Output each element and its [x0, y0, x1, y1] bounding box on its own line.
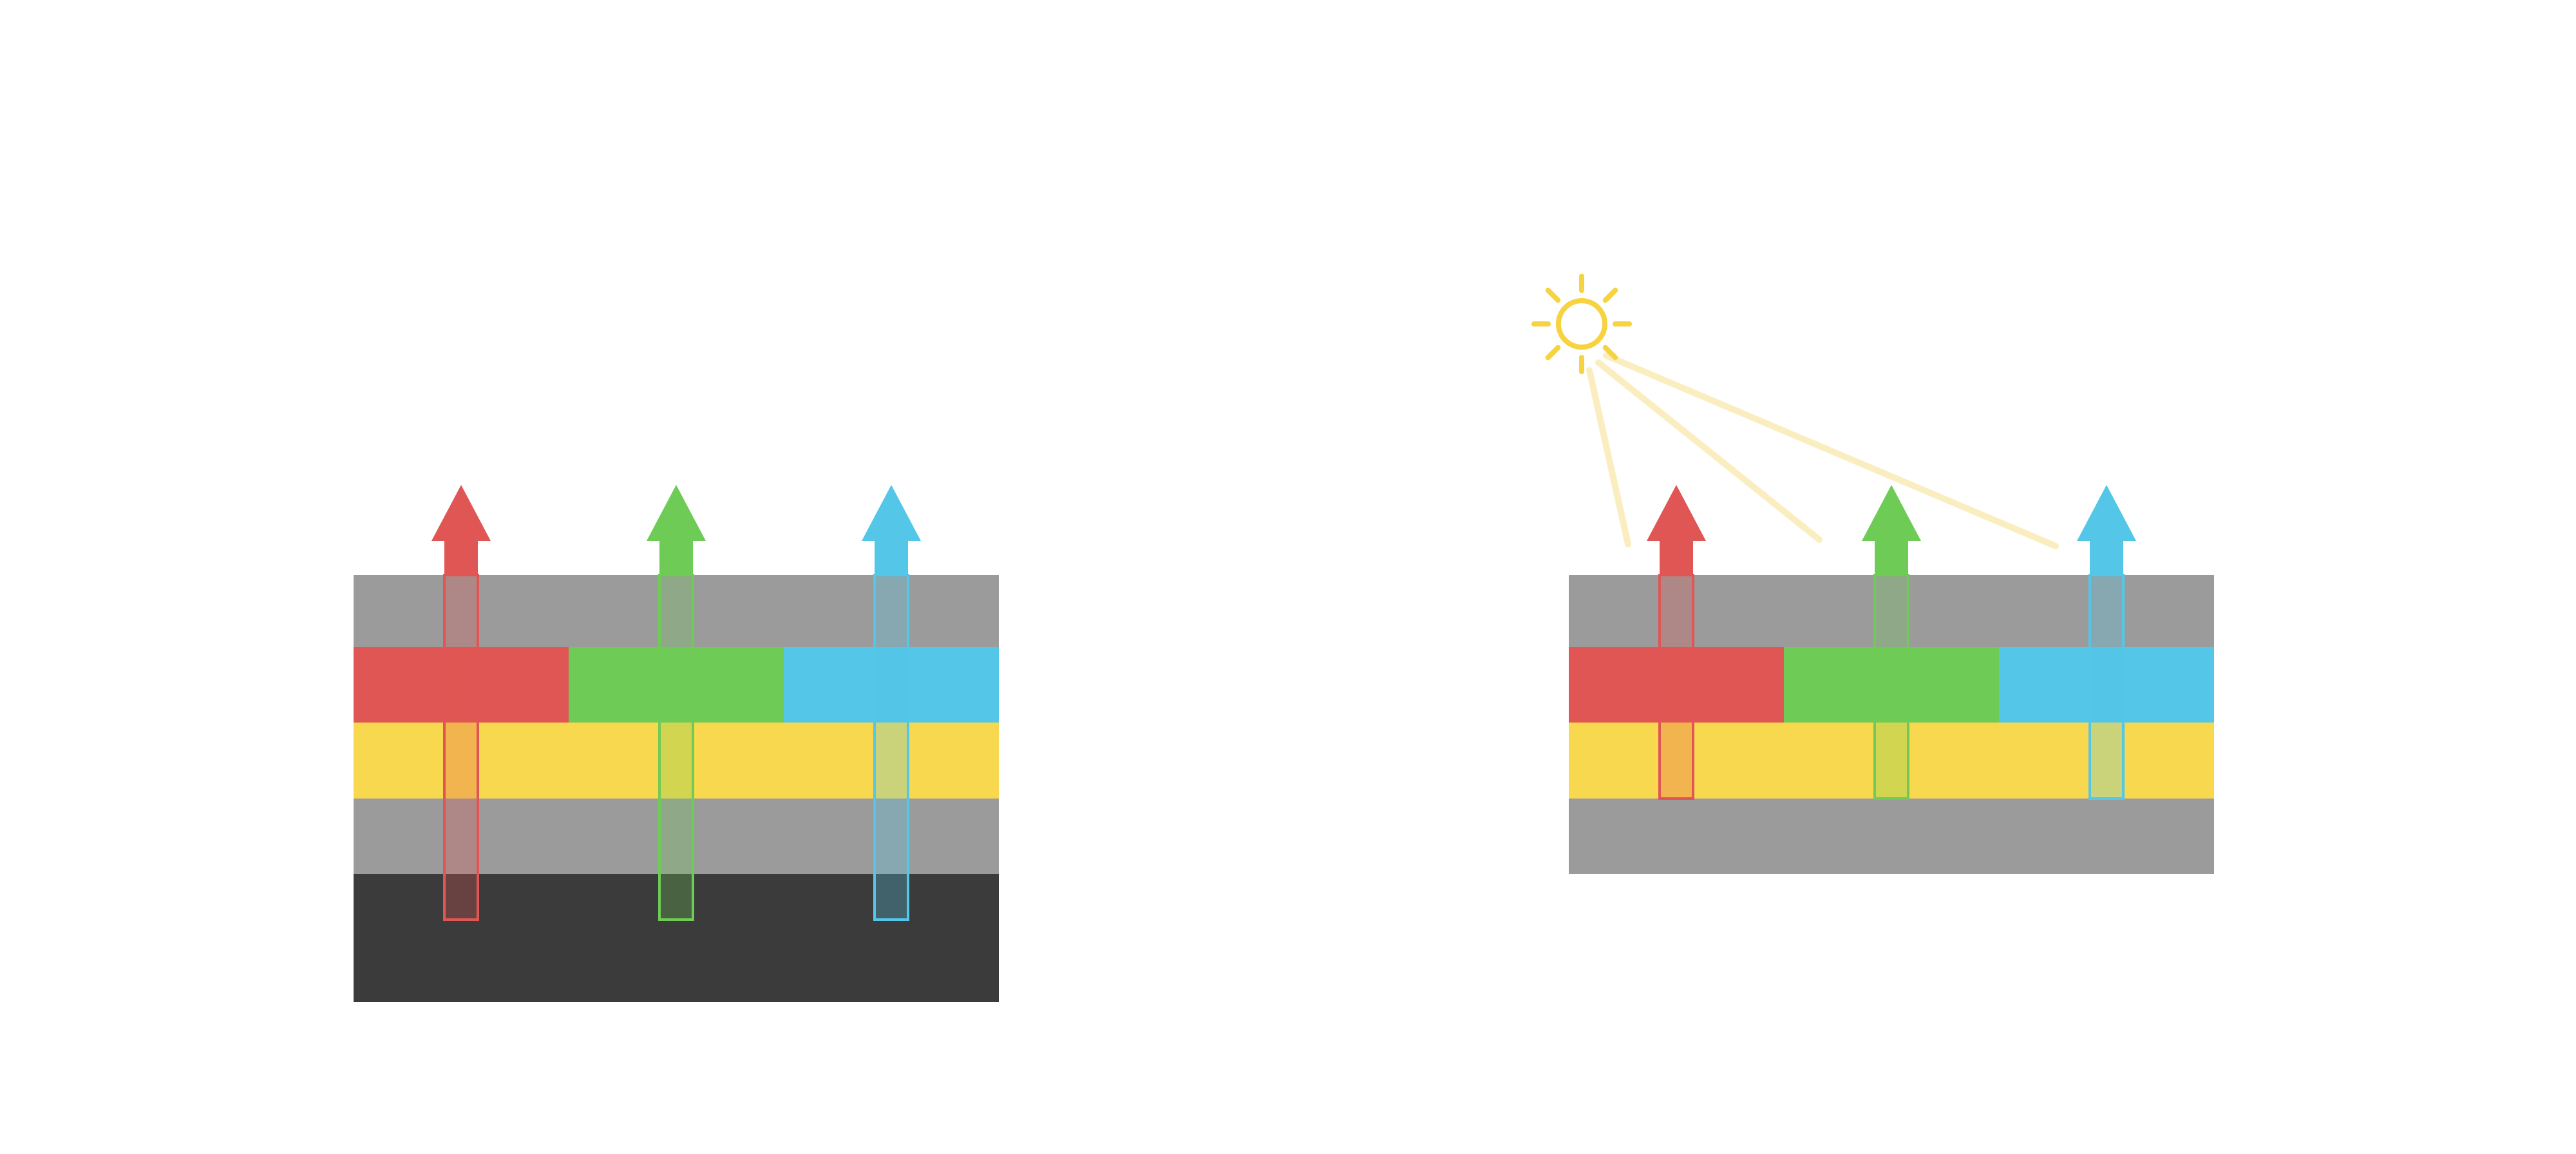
- right-red-arrow-shaft: [1658, 574, 1694, 800]
- right-red-arrow-head: [1647, 485, 1706, 575]
- right-green-subpixel: [1784, 647, 1999, 723]
- left-green-light-arrow: [647, 485, 706, 921]
- sun-icon-rays: [1531, 274, 1632, 374]
- right-red-light-arrow: [1647, 485, 1706, 800]
- left-green-subpixel: [569, 647, 784, 723]
- sun-ray: [1602, 345, 1618, 361]
- left-green-arrow-shaft: [658, 574, 694, 921]
- right-gray-bottom-layer: [1569, 799, 2214, 874]
- left-red-subpixel: [354, 647, 569, 723]
- reflective-display-panel: [1531, 274, 2214, 874]
- sun-beam-to-cyan: [1603, 352, 2059, 549]
- left-cyan-light-arrow: [862, 485, 921, 921]
- right-cyan-arrow-head: [2077, 485, 2136, 575]
- left-red-arrow-head: [431, 485, 491, 575]
- left-red-arrow-shaft: [443, 574, 479, 921]
- left-dark-backlight-layer: [354, 874, 999, 1002]
- right-cyan-arrow-shaft: [2088, 574, 2125, 800]
- sun-icon-core: [1556, 298, 1607, 350]
- left-red-light-arrow: [431, 485, 491, 921]
- left-cyan-arrow-shaft: [873, 574, 909, 921]
- sun-ray: [1602, 287, 1618, 303]
- left-gray-top-layer: [354, 575, 999, 647]
- left-gray-lower-layer: [354, 799, 999, 874]
- sun-ray: [1545, 287, 1561, 303]
- right-yellow-layer: [1569, 723, 2214, 799]
- sun-ray: [1545, 345, 1561, 361]
- right-green-light-arrow: [1862, 485, 1921, 800]
- left-cyan-subpixel: [784, 647, 999, 723]
- sun-beam-to-green: [1595, 359, 1823, 543]
- right-green-arrow-head: [1862, 485, 1921, 575]
- right-cyan-subpixel: [1999, 647, 2214, 723]
- sun-beam-to-red: [1586, 367, 1631, 547]
- emissive-display-panel: [354, 485, 999, 1002]
- right-gray-top-layer: [1569, 575, 2214, 647]
- right-red-subpixel: [1569, 647, 1784, 723]
- sunlight-beams: [1586, 352, 2059, 549]
- left-cyan-arrow-head: [862, 485, 921, 575]
- left-green-arrow-head: [647, 485, 706, 575]
- sun-icon: [1531, 274, 1632, 374]
- right-cyan-light-arrow: [2077, 485, 2136, 800]
- right-green-arrow-shaft: [1873, 574, 1909, 800]
- left-yellow-layer: [354, 723, 999, 799]
